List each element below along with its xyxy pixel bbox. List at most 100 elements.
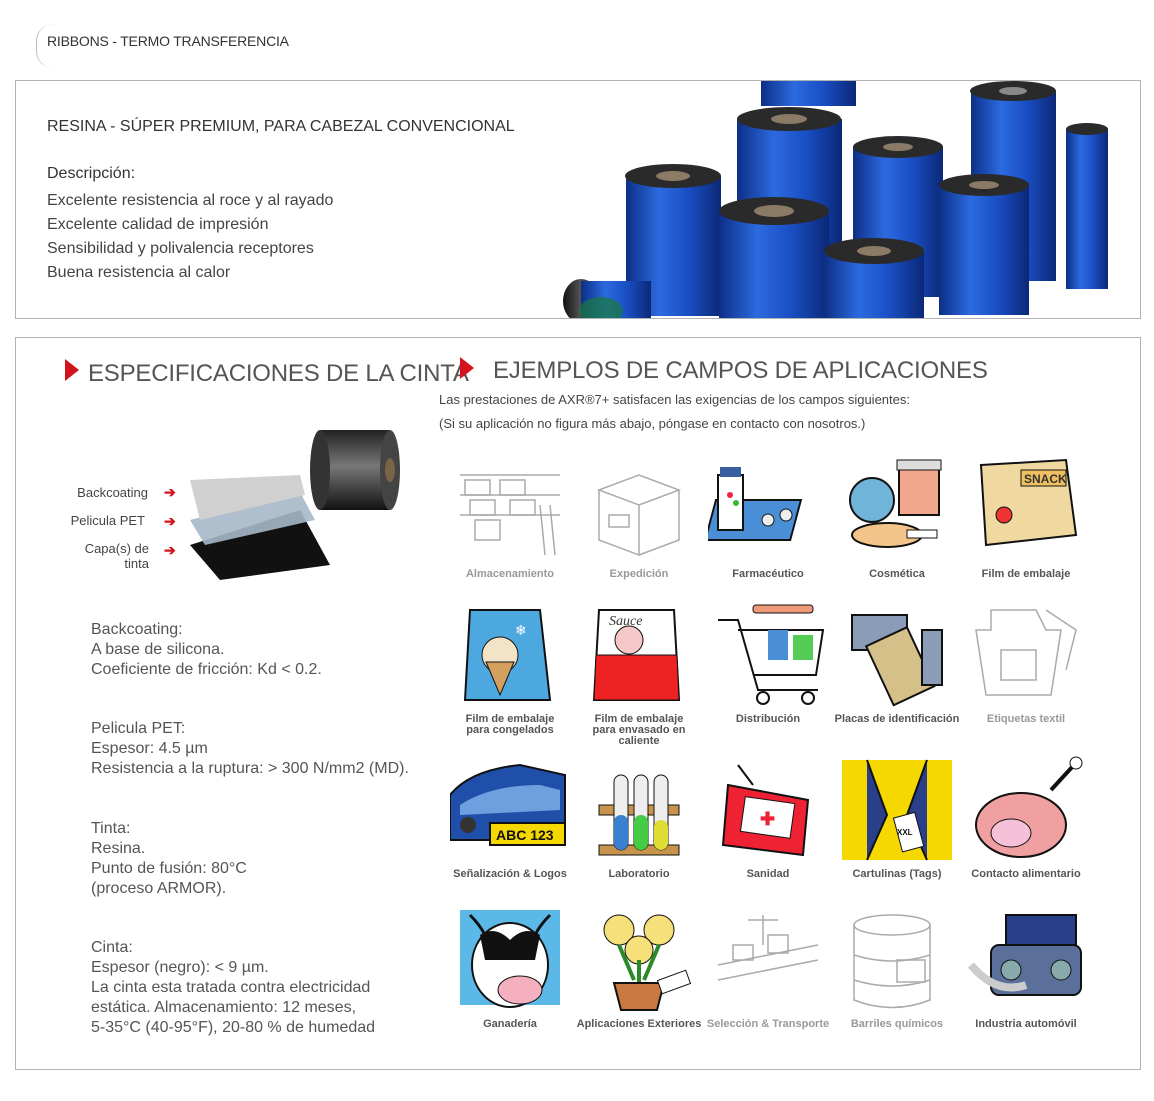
pharmacy-icon — [708, 467, 803, 541]
application-label: Placas de identificación — [834, 713, 960, 725]
product-panel: RESINA - SÚPER PREMIUM, PARA CABEZAL CON… — [15, 80, 1141, 319]
application-item: Ganadería — [446, 905, 574, 1030]
barrel-icon — [853, 914, 931, 1009]
spec-title: Pelicula PET: — [91, 720, 186, 737]
layer-label: Backcoating — [77, 485, 148, 500]
application-item: Aplicaciones Exteriores — [575, 905, 703, 1030]
application-label: Laboratorio — [608, 868, 670, 880]
spec-line: Resina. — [91, 840, 146, 857]
textile-label-icon — [975, 609, 1077, 696]
section-arrow-icon — [460, 357, 474, 379]
spec-ribbon: Cinta: Espesor (negro): < 9 µm. La cinta… — [91, 938, 375, 1038]
flower-pot-icon — [603, 914, 692, 1011]
layer-label: Pelicula PET — [70, 513, 145, 528]
applications-heading: EJEMPLOS DE CAMPOS DE APLICACIONES — [493, 357, 988, 384]
description-line: Sensibilidad y polivalencia receptores — [47, 240, 314, 257]
ribbon-rolls-image — [563, 81, 1108, 318]
application-label: Ganadería — [483, 1018, 537, 1030]
test-tubes-icon — [598, 774, 680, 856]
application-label: Almacenamiento — [465, 568, 555, 580]
spec-line: Resistencia a la ruptura: > 300 N/mm2 (M… — [91, 760, 409, 777]
application-item: Distribución — [704, 600, 832, 725]
snack-bag-icon: SNACK — [979, 458, 1078, 547]
svg-text:Sauce: Sauce — [609, 614, 642, 629]
arrow-right-icon: ➔ — [164, 542, 176, 558]
application-label: Barriles químicos — [850, 1018, 944, 1030]
blood-bag-icon: ✚ — [721, 764, 810, 857]
description-line: Excelente calidad de impresión — [47, 216, 269, 233]
layer-label: Capa(s) de tinta — [84, 541, 149, 571]
application-label: Cosmética — [869, 568, 925, 580]
phone-tag-icon — [851, 614, 943, 707]
application-label: Aplicaciones Exteriores — [576, 1018, 702, 1030]
application-label: Señalización & Logos — [453, 868, 567, 880]
application-label: Contacto alimentario — [971, 868, 1081, 880]
arrow-right-icon: ➔ — [164, 484, 176, 500]
application-item: Cosmética — [833, 455, 961, 580]
cosmetics-icon — [849, 459, 942, 548]
spec-line: La cinta esta tratada contra electricida… — [91, 979, 371, 996]
description-heading: Descripción: — [47, 165, 136, 182]
spec-line: Coeficiente de fricción: Kd < 0.2. — [91, 661, 322, 678]
applications-intro: Las prestaciones de AXR®7+ satisfacen la… — [439, 392, 910, 407]
svg-text:SNACK: SNACK — [1024, 472, 1067, 486]
application-label: Expedición — [609, 568, 669, 580]
car-plate-icon: ABC 123 — [450, 763, 566, 846]
spec-pet: Pelicula PET: Espesor: 4.5 µm Resistenci… — [91, 719, 409, 779]
product-subtitle: RESINA - SÚPER PREMIUM, PARA CABEZAL CON… — [47, 118, 515, 135]
application-item: Contacto alimentario — [962, 755, 1090, 880]
spec-line: Punto de fusión: 80°C — [91, 860, 247, 877]
application-item: XXL Cartulinas (Tags) — [833, 755, 961, 880]
spec-line: Espesor: 4.5 µm — [91, 740, 208, 757]
applications-contact-note: (Si su aplicación no figura más abajo, p… — [439, 416, 866, 431]
spec-ink: Tinta: Resina. Punto de fusión: 80°C (pr… — [91, 819, 247, 899]
application-item: Placas de identificación — [833, 600, 961, 725]
application-item: Industria automóvil — [962, 905, 1090, 1030]
cow-icon — [460, 910, 560, 1008]
shopping-cart-icon — [718, 604, 825, 705]
application-label: Farmacéutico — [732, 568, 804, 580]
spec-line: 5-35°C (40-95°F), 20-80 % de humedad — [91, 1019, 376, 1036]
header-curve — [36, 24, 53, 68]
application-label: Distribución — [735, 713, 801, 725]
application-label: Industria automóvil — [975, 1018, 1077, 1030]
clothing-tag-icon: XXL — [842, 759, 952, 861]
application-label: Selección & Transporte — [706, 1018, 830, 1030]
application-item: ✚ Sanidad — [704, 755, 832, 880]
ice-cream-bag-icon: ❄ — [463, 609, 552, 701]
engine-icon — [967, 914, 1082, 996]
section-arrow-icon — [65, 359, 79, 381]
application-item: Expedición — [575, 455, 703, 580]
spec-title: Tinta: — [91, 820, 131, 837]
application-label: Etiquetas textil — [986, 713, 1066, 725]
application-item: Selección & Transporte — [704, 905, 832, 1030]
warehouse-icon — [460, 474, 560, 556]
arrow-right-icon: ➔ — [164, 513, 176, 529]
spec-line: A base de silicona. — [91, 641, 225, 658]
svg-text:XXL: XXL — [897, 828, 913, 837]
page-title: RIBBONS - TERMO TRANSFERENCIA — [47, 33, 289, 49]
ribbon-layers-diagram — [190, 430, 400, 580]
svg-text:ABC 123: ABC 123 — [496, 827, 554, 843]
svg-text:❄: ❄ — [515, 622, 527, 638]
application-item: ❄ Film de embalaje para congelados — [446, 600, 574, 736]
application-label: Sanidad — [746, 868, 790, 880]
svg-text:✚: ✚ — [760, 809, 775, 829]
spec-title: Backcoating: — [91, 621, 183, 638]
spec-line: estática. Almacenamiento: 12 meses, — [91, 999, 357, 1016]
application-label: Film de embalaje para congelados — [465, 713, 555, 736]
description-line: Excelente resistencia al roce y al rayad… — [47, 192, 334, 209]
application-label: Film de embalaje para envasado en calien… — [592, 713, 686, 747]
application-item: Almacenamiento — [446, 455, 574, 580]
specs-heading: ESPECIFICACIONES DE LA CINTA — [88, 360, 469, 387]
spec-line: (proceso ARMOR). — [91, 880, 227, 897]
spec-line: Espesor (negro): < 9 µm. — [91, 959, 269, 976]
sauce-bag-icon: Sauce — [592, 609, 681, 701]
application-item: Laboratorio — [575, 755, 703, 880]
conveyor-icon — [717, 915, 819, 981]
application-label: Cartulinas (Tags) — [852, 868, 942, 880]
description-line: Buena resistencia al calor — [47, 264, 231, 281]
